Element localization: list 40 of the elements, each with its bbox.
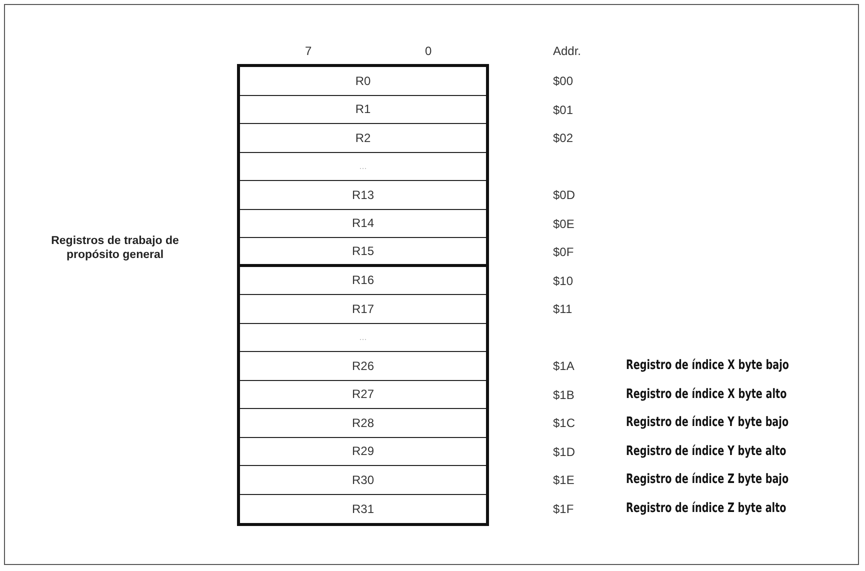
address-text: $1E bbox=[553, 473, 574, 487]
register-name: R30 bbox=[352, 472, 374, 487]
register-description: Registro de índice X byte alto bbox=[626, 386, 787, 402]
group-label: Registros de trabajo de propósito general bbox=[50, 234, 180, 262]
address-text: $1C bbox=[553, 416, 576, 430]
address-text: $0F bbox=[553, 245, 574, 259]
register-name: R15 bbox=[352, 244, 374, 258]
register-name: R16 bbox=[352, 273, 374, 288]
register-name: R1 bbox=[355, 102, 371, 116]
address-text: $1A bbox=[553, 359, 574, 373]
register-name: R2 bbox=[355, 130, 371, 145]
register-name: R17 bbox=[352, 302, 374, 316]
register-description: Registro de índice X byte bajo bbox=[626, 358, 789, 373]
address-text: $10 bbox=[553, 274, 574, 288]
register-name: R13 bbox=[352, 188, 374, 202]
address-text: $01 bbox=[553, 102, 574, 116]
address-text: $1D bbox=[553, 444, 576, 458]
address-text: $1F bbox=[553, 502, 574, 516]
register-name: R28 bbox=[352, 416, 374, 430]
address-text: $02 bbox=[553, 131, 574, 145]
register-description: Registro de índice Z byte alto bbox=[626, 500, 786, 516]
address-text: $0D bbox=[553, 188, 576, 202]
column-header: Addr. bbox=[553, 44, 582, 58]
register-description: Registro de índice Y byte alto bbox=[626, 444, 786, 458]
register-name: R26 bbox=[352, 358, 374, 373]
register-name: R29 bbox=[352, 444, 374, 458]
register-name: ... bbox=[359, 161, 367, 172]
address-text: $0E bbox=[553, 216, 574, 230]
address-text: $00 bbox=[553, 74, 574, 88]
register-name: R14 bbox=[352, 216, 374, 230]
register-name: R0 bbox=[355, 74, 371, 88]
bit-number: 0 bbox=[425, 44, 432, 58]
register-description: Registro de índice Y byte bajo bbox=[626, 415, 789, 430]
register-name: ... bbox=[359, 332, 367, 342]
register-name: R27 bbox=[352, 387, 374, 402]
register-description: Registro de índice Z byte bajo bbox=[626, 472, 789, 487]
address-text: $11 bbox=[553, 302, 572, 316]
bit-number: 7 bbox=[305, 44, 312, 58]
register-name: R31 bbox=[352, 502, 374, 516]
address-text: $1B bbox=[553, 388, 574, 402]
